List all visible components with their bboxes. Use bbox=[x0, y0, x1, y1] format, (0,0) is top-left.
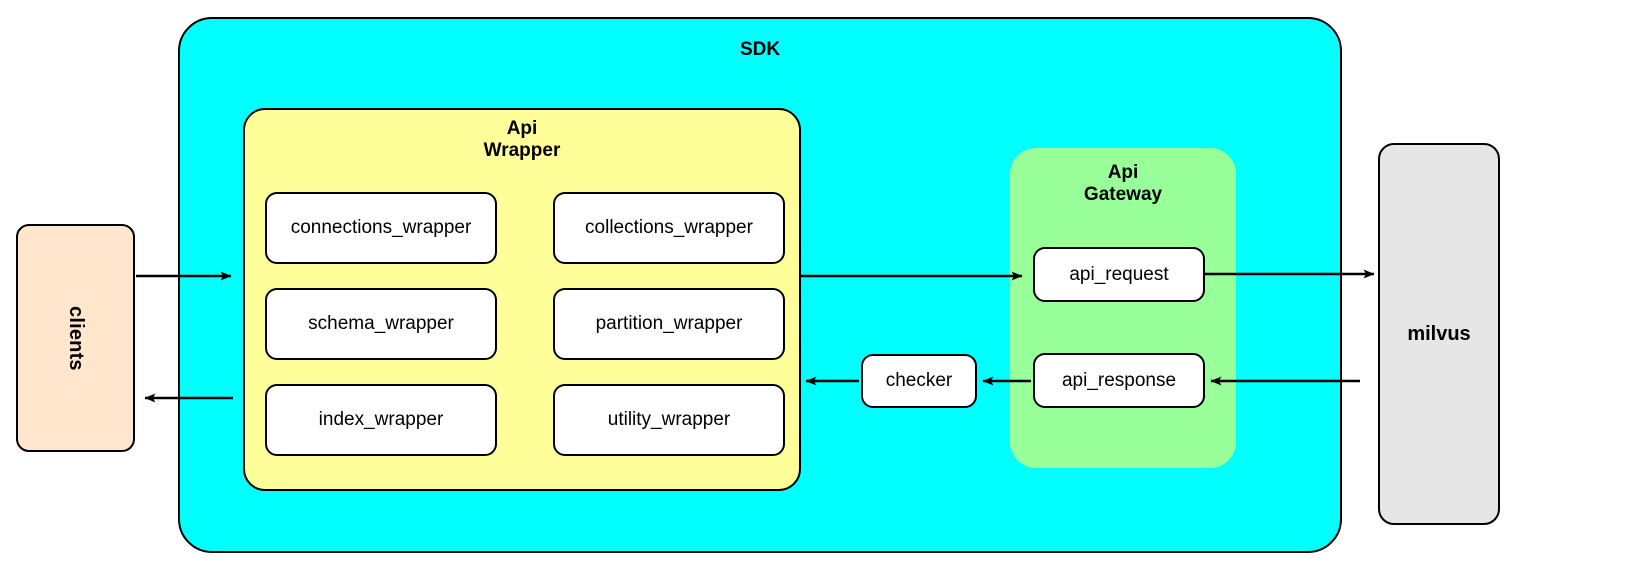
node-schema-wrapper[interactable]: schema_wrapper bbox=[265, 288, 497, 360]
node-partition-wrapper[interactable]: partition_wrapper bbox=[553, 288, 785, 360]
container-api-gateway: Api Gateway bbox=[1010, 148, 1236, 468]
node-api-response[interactable]: api_response bbox=[1033, 353, 1205, 408]
node-clients-label: clients bbox=[65, 305, 87, 371]
node-collections-wrapper[interactable]: collections_wrapper bbox=[553, 192, 785, 264]
node-milvus[interactable]: milvus bbox=[1378, 143, 1500, 525]
node-api-request[interactable]: api_request bbox=[1033, 247, 1205, 302]
node-checker[interactable]: checker bbox=[861, 354, 977, 408]
container-sdk-label: SDK bbox=[739, 39, 781, 60]
container-api-gateway-label: Api Gateway bbox=[1083, 162, 1163, 206]
container-api-wrapper-label: Api Wrapper bbox=[483, 118, 561, 162]
node-connections-wrapper[interactable]: connections_wrapper bbox=[265, 192, 497, 264]
node-clients[interactable]: clients bbox=[16, 224, 135, 452]
node-utility-wrapper[interactable]: utility_wrapper bbox=[553, 384, 785, 456]
node-index-wrapper[interactable]: index_wrapper bbox=[265, 384, 497, 456]
